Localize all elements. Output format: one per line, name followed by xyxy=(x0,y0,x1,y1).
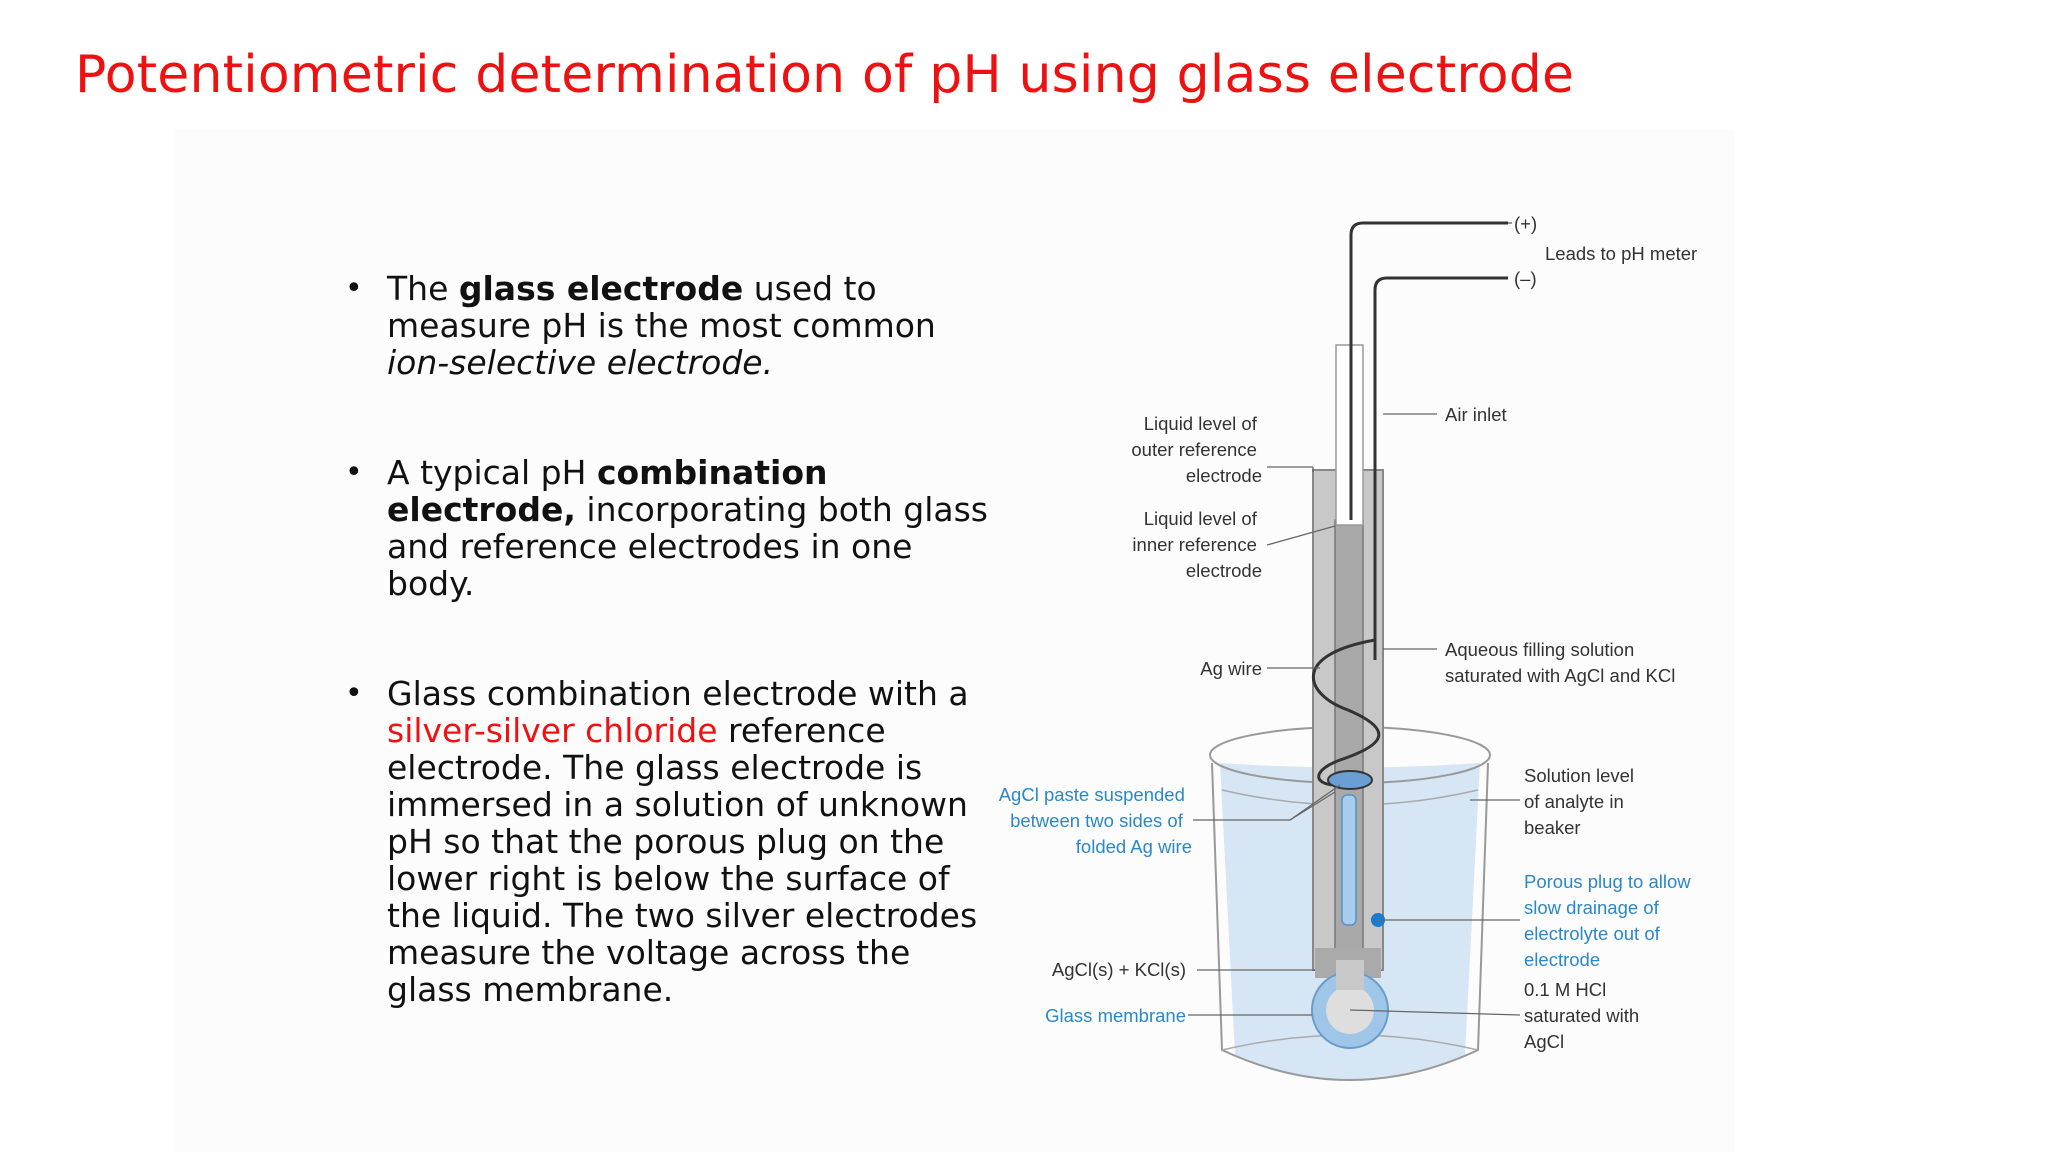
filling-solution-label: Aqueous filling solution saturated with … xyxy=(1445,639,1675,686)
ag-wire-coil xyxy=(1312,638,1381,787)
leads-label: Leads to pH meter xyxy=(1545,243,1697,264)
bullet-dot-icon: • xyxy=(345,676,363,711)
hcl-label: 0.1 M HCl saturated with AgCl xyxy=(1524,979,1644,1052)
lead-wire-plus xyxy=(1349,221,1508,520)
beaker-wall xyxy=(1211,762,1489,1081)
agcl-kcl-label: AgCl(s) + KCl(s) xyxy=(1052,959,1186,980)
bullet-item: • The glass electrode used to measure pH… xyxy=(345,269,936,382)
porous-plug-label: Porous plug to allow slow drainage of el… xyxy=(1524,871,1696,970)
agcl-paste-label: AgCl paste suspended between two sides o… xyxy=(999,784,1192,857)
bullet-dot-icon: • xyxy=(345,271,363,306)
minus-terminal-label: (–) xyxy=(1514,268,1537,289)
bulb-stem xyxy=(1336,960,1364,990)
slide-title: Potentiometric determination of pH using… xyxy=(75,45,1575,105)
leader-lines xyxy=(1188,222,1521,1016)
outer-level-label: Liquid level of outer reference electrod… xyxy=(1131,413,1262,486)
agcl-paste xyxy=(1327,770,1373,790)
bullet-item: • A typical pH combination electrode, in… xyxy=(345,453,988,603)
ag-wire-label: Ag wire xyxy=(1200,658,1262,679)
electrode-diagram: (+) (–) Leads to pH meter Air inlet Liqu… xyxy=(999,213,1697,1081)
bullet-list: • The glass electrode used to measure pH… xyxy=(345,270,1005,1081)
inner-level-label: Liquid level of inner reference electrod… xyxy=(1132,508,1262,581)
slide-background xyxy=(175,130,1735,1152)
air-inlet-label: Air inlet xyxy=(1445,404,1507,425)
plus-terminal-label: (+) xyxy=(1514,213,1537,234)
bullet-dot-icon: • xyxy=(345,455,363,490)
bullet-item: • Glass combination electrode with a sil… xyxy=(345,674,978,1009)
glass-membrane-label: Glass membrane xyxy=(1045,1005,1186,1026)
inner-electrolyte xyxy=(1341,794,1357,926)
lead-wire-minus xyxy=(1373,276,1508,660)
solution-level-label: Solution level of analyte in beaker xyxy=(1524,765,1639,838)
